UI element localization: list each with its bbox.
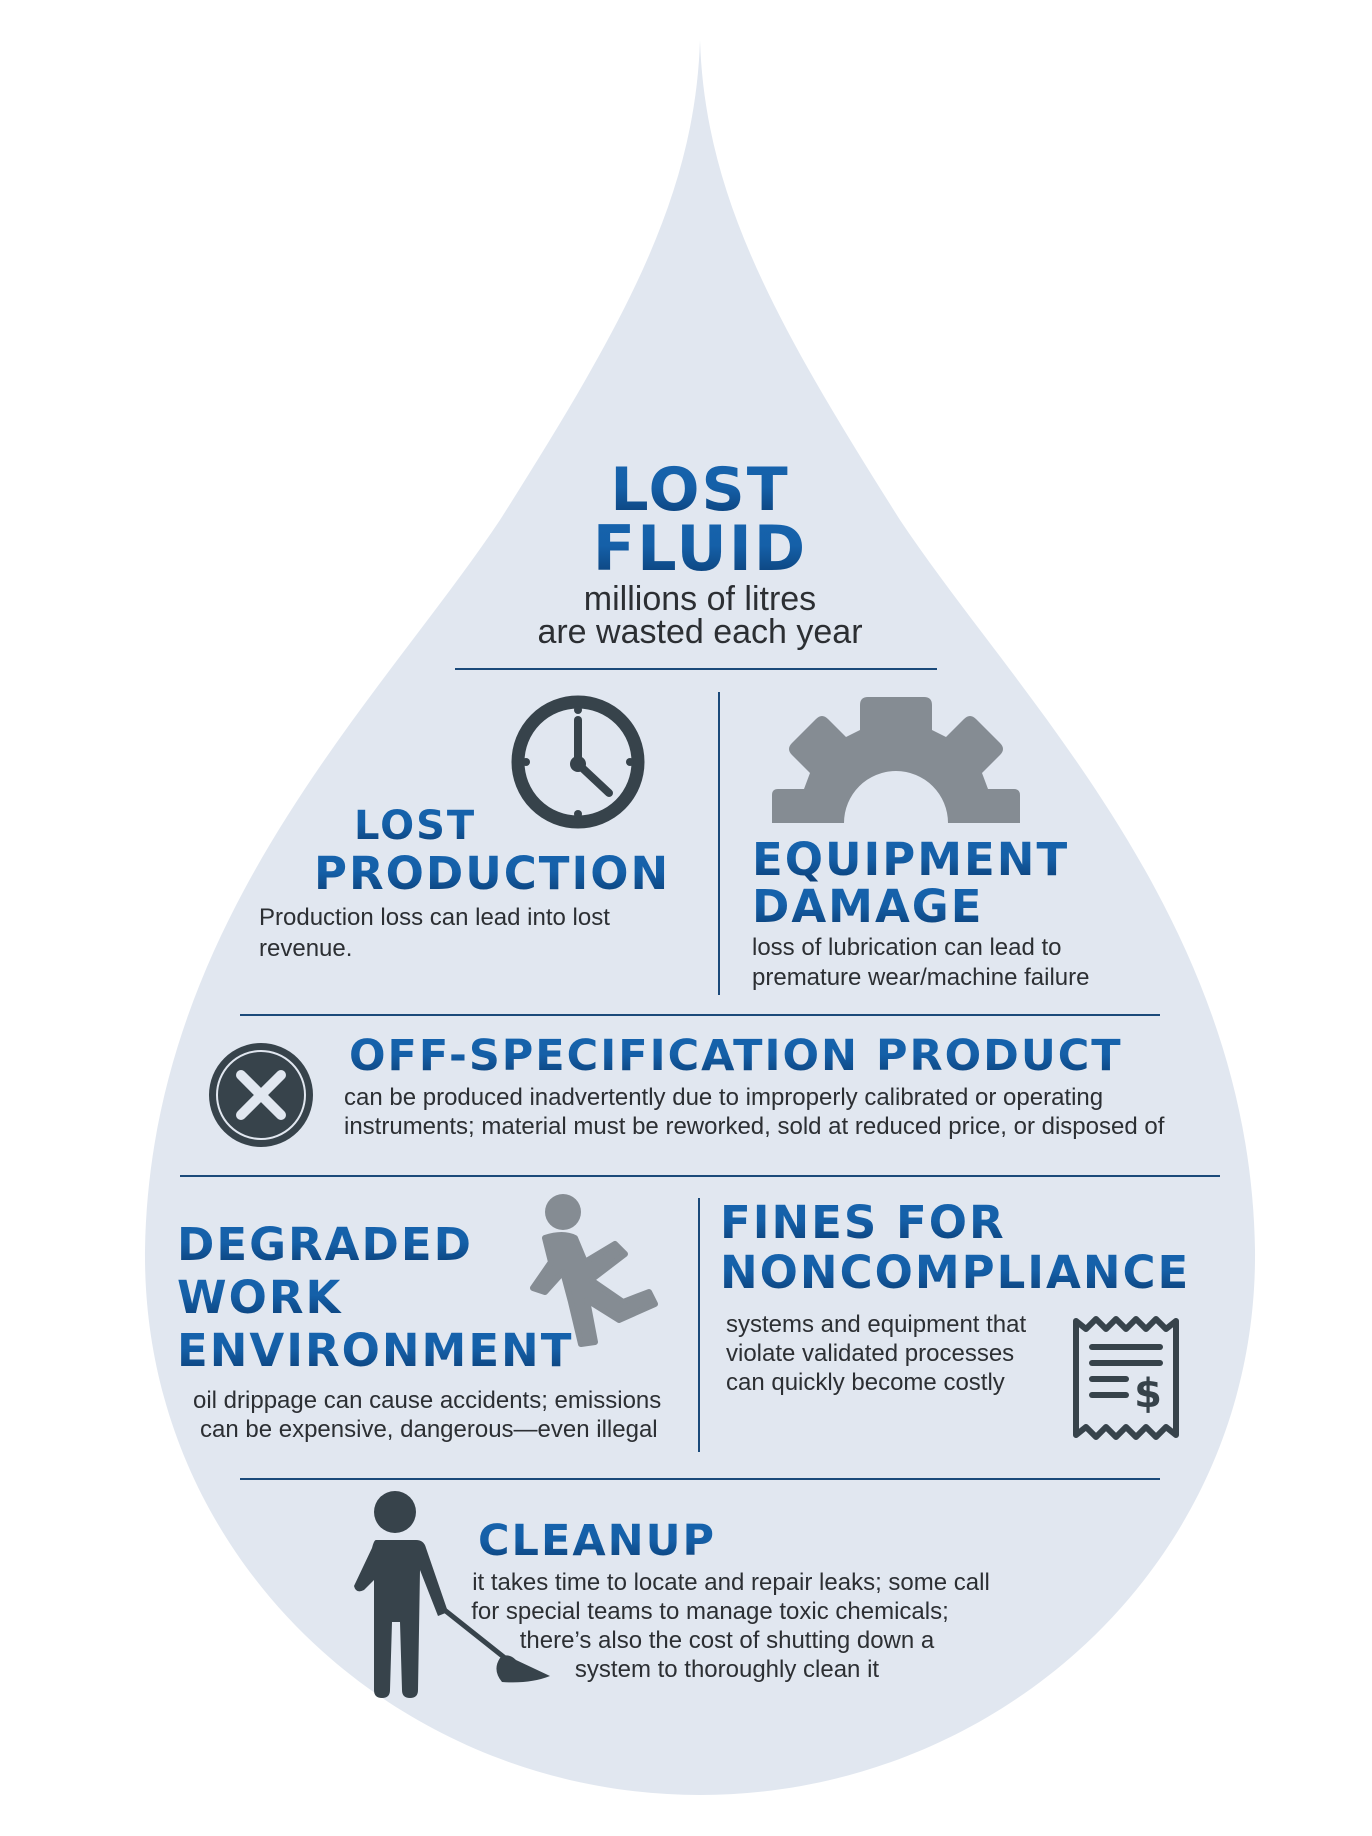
clock-icon — [511, 695, 645, 829]
divider-4 — [240, 1478, 1160, 1480]
cleanup-title: CLEANUP — [478, 1516, 717, 1566]
main-title-line1: LOST — [0, 460, 1372, 520]
off-spec-body-line2: instruments; material must be reworked, … — [344, 1113, 1165, 1140]
divider-vertical-2 — [698, 1198, 700, 1452]
x-circle-icon — [209, 1043, 313, 1147]
lost-production-title-line2: PRODUCTION — [314, 847, 671, 900]
divider-vertical-1 — [718, 692, 720, 995]
fines-title-line2: NONCOMPLIANCE — [720, 1246, 1191, 1299]
main-subtitle-line2: are wasted each year — [537, 613, 863, 651]
divider-3 — [180, 1175, 1220, 1177]
fines-body-line1: systems and equipment that — [726, 1311, 1027, 1338]
main-title-line2: FLUID — [0, 518, 1372, 580]
equipment-damage-body-line2: premature wear/machine failure — [752, 964, 1090, 991]
lost-production-body-line1: Production loss can lead into lost — [259, 904, 610, 931]
svg-text:$: $ — [1134, 1371, 1162, 1417]
cleanup-body-line1: it takes time to locate and repair leaks… — [472, 1569, 990, 1596]
degraded-title-line2: WORK — [177, 1271, 343, 1324]
fines-title-line1: FINES FOR — [720, 1196, 1006, 1249]
slipping-person-icon — [530, 1194, 658, 1347]
gear-icon — [772, 697, 1020, 823]
person-mopping-icon — [354, 1491, 550, 1698]
equipment-damage-title-line2: DAMAGE — [752, 880, 984, 933]
degraded-body-line2: can be expensive, dangerous—even illegal — [200, 1416, 658, 1443]
main-subtitle-line1: millions of litres — [583, 580, 817, 618]
divider-1 — [455, 668, 937, 670]
divider-2 — [240, 1014, 1160, 1016]
degraded-title-line1: DEGRADED — [177, 1218, 473, 1271]
equipment-damage-title-line1: EQUIPMENT — [752, 833, 1070, 886]
lost-production-title-line1: LOST — [354, 803, 477, 849]
fines-body-line3: can quickly become costly — [726, 1369, 1005, 1396]
cleanup-body-line4: system to thoroughly clean it — [574, 1656, 880, 1683]
off-spec-title: OFF-SPECIFICATION PRODUCT — [349, 1031, 1123, 1081]
receipt-dollar-icon: $ — [1073, 1316, 1179, 1440]
fines-body-line2: violate validated processes — [726, 1340, 1015, 1367]
off-spec-body-line1: can be produced inadvertently due to imp… — [344, 1084, 1104, 1111]
lost-production-body-line2: revenue. — [259, 935, 353, 962]
equipment-damage-body-line1: loss of lubrication can lead to — [752, 934, 1062, 961]
cleanup-body-line2: for special teams to manage toxic chemic… — [471, 1598, 949, 1625]
degraded-body-line1: oil drippage can cause accidents; emissi… — [193, 1387, 662, 1414]
cleanup-body-line3: there’s also the cost of shutting down a — [519, 1627, 935, 1654]
degraded-title-line3: ENVIRONMENT — [177, 1324, 574, 1377]
